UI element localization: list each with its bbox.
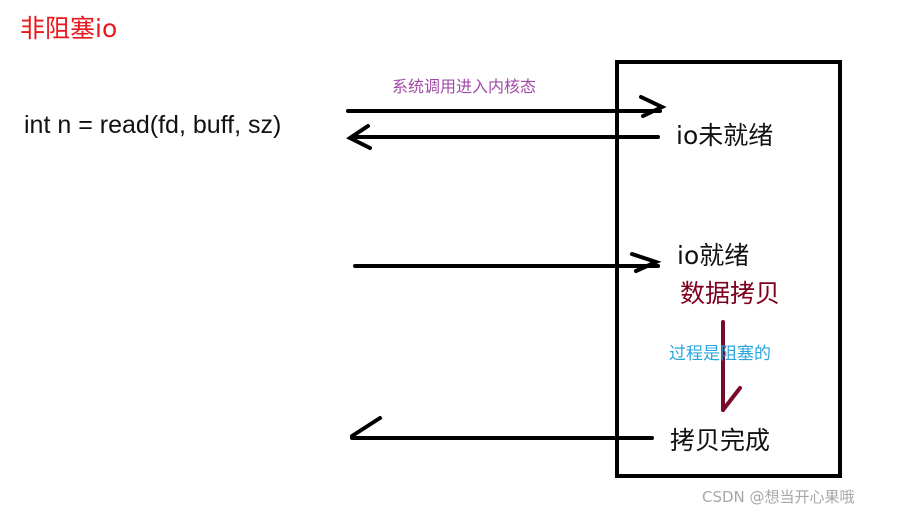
io-not-ready-label: io未就绪 [676,121,774,150]
copy-done-return-arrow [350,416,654,440]
data-copy-label: 数据拷贝 [680,279,781,308]
kernel-box [615,60,842,478]
syscall-label: 系统调用进入内核态 [392,77,537,96]
blocking-note: 过程是阻塞的 [669,344,771,364]
syscall-arrow [346,95,667,118]
io-ready-label: io就绪 [677,241,750,270]
not-ready-return-arrow [346,124,660,150]
ready-call-arrow [353,252,662,273]
diagram-title: 非阻塞io [20,14,118,43]
data-copy-arrow [721,320,742,412]
watermark: CSDN @想当开心果哦 [702,488,855,506]
copy-done-label: 拷贝完成 [670,426,771,455]
read-call-code: int n = read(fd, buff, sz) [24,111,282,139]
